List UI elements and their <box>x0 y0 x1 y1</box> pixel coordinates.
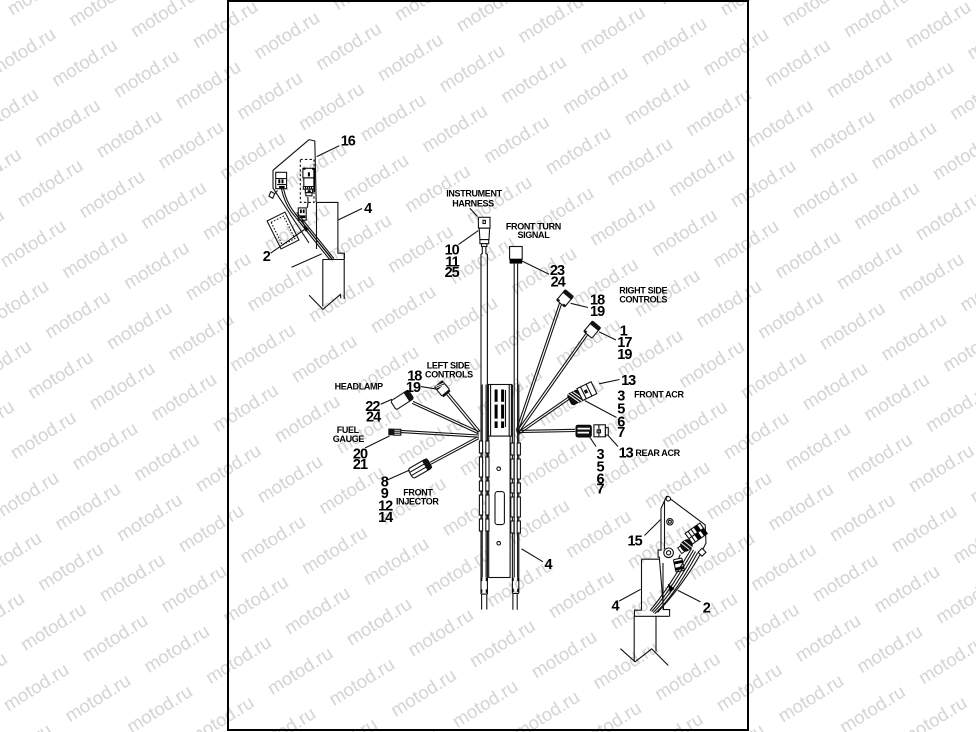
svg-text:8: 8 <box>381 475 389 491</box>
svg-text:LEFT SIDE: LEFT SIDE <box>427 360 470 370</box>
svg-text:15: 15 <box>628 533 643 549</box>
svg-text:7: 7 <box>597 481 605 497</box>
svg-text:FRONT ACR: FRONT ACR <box>634 389 684 399</box>
svg-text:17: 17 <box>617 335 632 351</box>
svg-text:24: 24 <box>366 410 381 426</box>
svg-text:HEADLAMP: HEADLAMP <box>335 381 384 391</box>
svg-text:5: 5 <box>617 401 625 417</box>
svg-text:14: 14 <box>378 510 393 526</box>
svg-text:3: 3 <box>597 447 605 463</box>
svg-text:18: 18 <box>590 293 605 309</box>
svg-text:16: 16 <box>341 134 356 150</box>
svg-text:INJECTOR: INJECTOR <box>396 497 439 507</box>
svg-text:19: 19 <box>590 304 605 320</box>
svg-text:GAUGE: GAUGE <box>333 434 365 444</box>
svg-text:7: 7 <box>617 425 625 441</box>
svg-text:4: 4 <box>612 598 620 614</box>
svg-text:12: 12 <box>378 499 393 515</box>
svg-text:CONTROLS: CONTROLS <box>425 369 473 379</box>
svg-text:21: 21 <box>353 457 368 473</box>
svg-text:CONTROLS: CONTROLS <box>619 295 667 305</box>
svg-text:22: 22 <box>365 399 380 415</box>
svg-text:10: 10 <box>445 243 460 259</box>
svg-text:2: 2 <box>703 601 711 617</box>
svg-text:1: 1 <box>620 324 628 340</box>
svg-text:INSTRUMENT: INSTRUMENT <box>446 189 502 199</box>
svg-text:4: 4 <box>364 201 372 217</box>
svg-text:2: 2 <box>263 249 271 265</box>
svg-text:FUEL: FUEL <box>337 425 360 435</box>
svg-text:4: 4 <box>545 557 553 573</box>
svg-text:13: 13 <box>619 446 634 462</box>
svg-text:11: 11 <box>445 255 459 271</box>
svg-text:FRONT TURN: FRONT TURN <box>506 222 561 232</box>
svg-text:FRONT: FRONT <box>403 488 433 498</box>
svg-text:5: 5 <box>597 459 605 475</box>
svg-text:RIGHT SIDE: RIGHT SIDE <box>619 286 667 296</box>
svg-text:19: 19 <box>406 380 421 396</box>
svg-text:HARNESS: HARNESS <box>452 199 494 209</box>
svg-text:6: 6 <box>617 414 625 430</box>
svg-text:19: 19 <box>617 347 632 363</box>
svg-text:13: 13 <box>621 373 636 389</box>
svg-text:23: 23 <box>550 263 565 279</box>
svg-text:9: 9 <box>381 486 389 502</box>
svg-text:REAR ACR: REAR ACR <box>635 448 680 458</box>
svg-text:20: 20 <box>353 447 368 463</box>
svg-text:18: 18 <box>407 368 422 384</box>
svg-text:24: 24 <box>551 275 566 291</box>
svg-text:SIGNAL: SIGNAL <box>517 230 550 240</box>
svg-text:25: 25 <box>445 265 460 281</box>
svg-text:3: 3 <box>617 388 625 404</box>
svg-text:6: 6 <box>597 471 605 487</box>
